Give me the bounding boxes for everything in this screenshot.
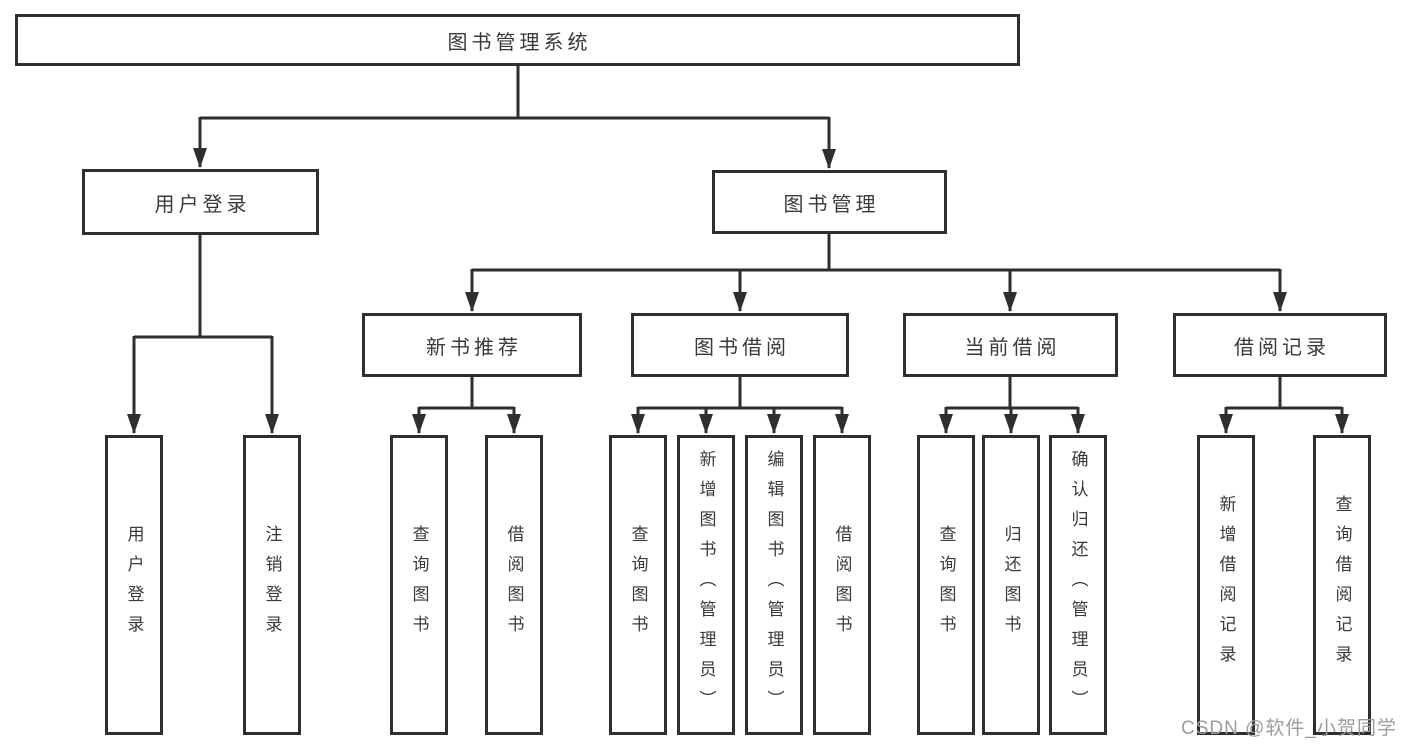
node-borrow-records: 借阅记录 [1173, 313, 1387, 377]
leaf-add-borrow-record-label: 新增借阅记录 [1216, 495, 1236, 675]
leaf-borrow-books-label: 借阅图书 [832, 525, 852, 645]
leaf-add-book-admin: 新增图书（管理员） [677, 435, 735, 735]
leaf-query-books-current: 查询图书 [917, 435, 975, 735]
leaf-logout-label: 注销登录 [262, 525, 282, 645]
leaf-edit-book-admin: 编辑图书（管理员） [745, 435, 803, 735]
leaf-add-book-admin-label: 新增图书（管理员） [696, 450, 716, 720]
node-book-management: 图书管理 [712, 170, 947, 234]
node-user-login: 用户登录 [82, 169, 319, 235]
leaf-query-borrow-record-label: 查询借阅记录 [1332, 495, 1352, 675]
leaf-return-book-label: 归还图书 [1001, 525, 1021, 645]
leaf-user-login-label: 用户登录 [124, 525, 144, 645]
leaf-edit-book-admin-label: 编辑图书（管理员） [764, 450, 784, 720]
connector-book-management-to-level3 [465, 234, 1287, 312]
leaf-query-books-borrow: 查询图书 [609, 435, 667, 735]
leaf-query-books-recommend: 查询图书 [390, 435, 448, 735]
leaf-query-books-borrow-label: 查询图书 [628, 525, 648, 645]
leaf-logout: 注销登录 [243, 435, 301, 735]
leaf-borrow-books: 借阅图书 [813, 435, 871, 735]
leaf-query-books-recommend-label: 查询图书 [409, 525, 429, 645]
connector-new-book-recommend-to-leaves [412, 377, 521, 434]
leaf-add-borrow-record: 新增借阅记录 [1197, 435, 1255, 735]
node-book-borrow: 图书借阅 [631, 313, 849, 377]
leaf-confirm-return-admin: 确认归还（管理员） [1049, 435, 1107, 735]
leaf-user-login: 用户登录 [105, 435, 163, 735]
leaf-return-book: 归还图书 [982, 435, 1040, 735]
node-root: 图书管理系统 [15, 14, 1020, 66]
leaf-confirm-return-admin-label: 确认归还（管理员） [1068, 450, 1088, 720]
connector-user-login-to-leaves [127, 235, 279, 434]
leaf-query-books-current-label: 查询图书 [936, 525, 956, 645]
connector-book-borrow-to-leaves [631, 377, 849, 434]
node-current-borrow: 当前借阅 [903, 313, 1118, 377]
leaf-query-borrow-record: 查询借阅记录 [1313, 435, 1371, 735]
leaf-borrow-books-recommend: 借阅图书 [485, 435, 543, 735]
node-new-book-recommend: 新书推荐 [362, 313, 582, 377]
leaf-borrow-books-recommend-label: 借阅图书 [504, 525, 524, 645]
csdn-watermark: CSDN @软件_小贺同学 [1181, 718, 1397, 739]
connector-root-to-level2 [193, 64, 836, 169]
connector-current-borrow-to-leaves [939, 377, 1085, 434]
connector-borrow-records-to-leaves [1219, 377, 1349, 434]
